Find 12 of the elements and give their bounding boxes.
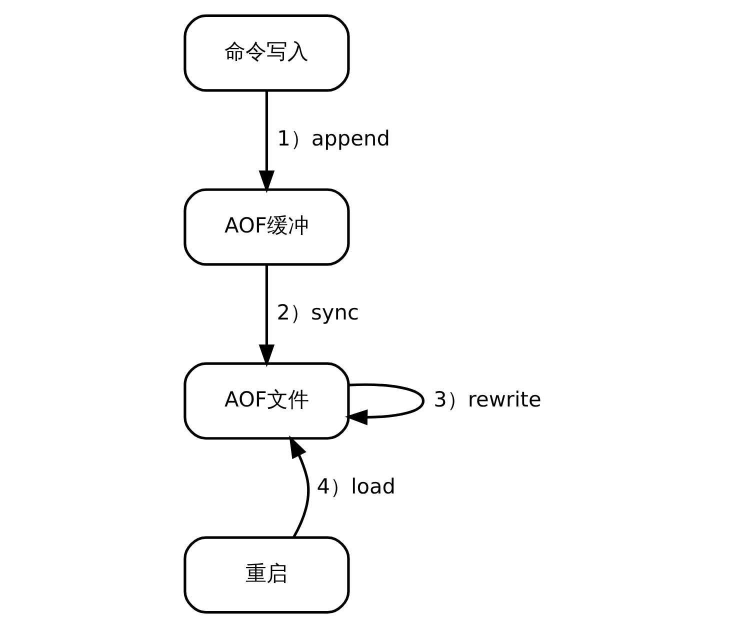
edge-label: 3）rewrite (433, 387, 541, 412)
edge-label: 4）load (316, 474, 396, 498)
edge-label: 2）sync (276, 300, 358, 324)
arrow (258, 90, 274, 194)
arrow (344, 383, 424, 426)
node-box: 重启 (183, 536, 350, 614)
node-box: AOF缓冲 (183, 188, 350, 266)
node-box: 命令写入 (183, 14, 350, 92)
node-box: AOF文件 (183, 362, 350, 440)
arrow (258, 264, 274, 368)
arrow (288, 435, 310, 538)
edge-label: 1）append (276, 126, 390, 150)
